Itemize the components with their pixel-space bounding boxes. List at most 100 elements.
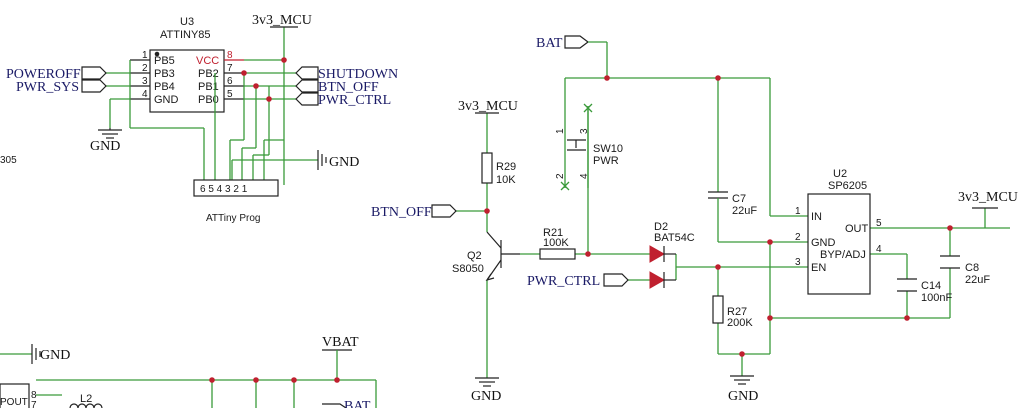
gnd-label: GND: [40, 348, 70, 363]
pin-label: PB2: [198, 68, 219, 80]
gnd-label: GND: [728, 389, 758, 404]
pin-label: BYP/ADJ: [820, 249, 866, 261]
pin-label: IN: [811, 211, 822, 223]
pin-label: EN: [811, 262, 826, 274]
pin-number: 1: [142, 50, 148, 61]
pin-label: VCC: [196, 55, 219, 67]
c8-ref: C8: [965, 262, 979, 274]
pin-number: 3: [579, 128, 590, 134]
pin-number: 4: [142, 89, 148, 100]
gnd-label: GND: [90, 139, 120, 154]
d2-ref: D2: [654, 221, 668, 233]
r29-ref: R29: [496, 161, 516, 173]
pin-label: PB1: [198, 81, 219, 93]
pin-number: 7: [227, 63, 233, 74]
pin-label: OUT: [845, 223, 869, 235]
gnd-symbol-4: GND: [728, 375, 758, 404]
cut-off-text: BAT: [344, 399, 371, 408]
ic-u2: U2 SP6205 1 2 3 5 4 IN GND EN OUT BYP/AD…: [795, 168, 882, 295]
capacitor-c7: C7 22uF: [708, 191, 757, 217]
port-label: SHUTDOWN: [318, 67, 398, 82]
pin-number: 4: [579, 173, 590, 179]
pin-number: 7: [31, 400, 37, 408]
c7-ref: C7: [732, 193, 746, 205]
r29-value: 10K: [496, 174, 516, 186]
u3-ref: U3: [180, 16, 194, 28]
port-label: PWR_CTRL: [318, 93, 391, 108]
u3-pin1-marker: [154, 51, 160, 57]
v3v3-label: 3v3_MCU: [958, 190, 1018, 205]
pin-number: 1: [795, 206, 801, 217]
r21-ref: R21: [543, 227, 563, 239]
switch-sw10: 1 3 2 4 SW10 PWR: [555, 103, 623, 191]
pin-label: GND: [154, 94, 179, 106]
pin-label: PB4: [154, 81, 175, 93]
sw10-value: PWR: [593, 155, 619, 167]
c8-value: 22uF: [965, 274, 990, 286]
pin-label: PB3: [154, 68, 175, 80]
pin-number: 2: [555, 173, 566, 179]
port-pwr-sys: PWR_SYS: [16, 79, 107, 95]
cut-off-text: 305: [0, 155, 17, 166]
u2-ref: U2: [833, 168, 847, 180]
q2-ref: Q2: [467, 250, 482, 262]
gnd-label: GND: [329, 155, 359, 170]
pin-number: 3: [795, 257, 801, 268]
bottom-left-partial: GND VBAT POUT 8 7 L2 BAT: [0, 335, 377, 408]
pin-number: 8: [227, 50, 233, 61]
capacitor-c14: C14 100nF: [897, 278, 952, 304]
sw10-ref: SW10: [593, 143, 623, 155]
transistor-q2: Q2 S8050: [452, 231, 520, 282]
r27-ref: R27: [727, 306, 747, 318]
pin-number: 5: [227, 89, 233, 100]
port-label: PWR_CTRL: [527, 274, 600, 289]
u2-value: SP6205: [828, 180, 867, 192]
u3-body: [149, 49, 225, 113]
pin-number: 2: [795, 232, 801, 243]
header-name: ATTiny Prog: [206, 213, 260, 224]
vcc-top-label: 3v3_MCU: [252, 13, 312, 28]
cut-off-text: POUT: [0, 397, 28, 408]
pin-number: 3: [142, 76, 148, 87]
attiny85-block: U3 ATTINY85 1 2 3 4 PB5 PB3 PB4 GND 8 7 …: [130, 16, 244, 113]
port-btn-off-center: BTN_OFF: [371, 204, 457, 220]
port-label: PWR_SYS: [16, 80, 79, 95]
port-label: BTN_OFF: [371, 205, 432, 220]
q2-value: S8050: [452, 263, 484, 275]
c14-value: 100nF: [921, 292, 952, 304]
vcc-right-label: 3v3_MCU: [958, 190, 1018, 209]
diode-d2: D2 BAT54C: [649, 221, 695, 289]
attiny-prog-header: 6 5 4 3 2 1 ATTiny Prog: [193, 179, 279, 224]
pin-label: GND: [811, 237, 836, 249]
port-pwr-ctrl-center: PWR_CTRL: [527, 273, 629, 289]
port-label: POWEROFF: [6, 67, 81, 82]
port-btn-off-top: BTN_OFF: [295, 79, 379, 95]
c7-value: 22uF: [732, 205, 757, 217]
u3-value: ATTINY85: [160, 29, 211, 41]
main-wires: [455, 41, 1010, 378]
pin-number: 2: [142, 63, 148, 74]
pin-label: PB5: [154, 55, 175, 67]
gnd-symbol-3: GND: [471, 377, 501, 404]
pin-label: PB0: [198, 94, 219, 106]
resistor-r21: R21 100K: [539, 227, 576, 260]
header-pins: 6 5 4 3 2 1: [200, 184, 248, 195]
pin-number: 1: [555, 128, 566, 134]
c14-ref: C14: [921, 280, 941, 292]
port-label: BAT: [536, 36, 563, 51]
v3v3-label: 3v3_MCU: [458, 99, 518, 114]
port-pwr-ctrl-top: PWR_CTRL: [295, 92, 391, 108]
gnd-symbol-2: GND: [317, 150, 359, 170]
pin-number: 5: [876, 218, 882, 229]
pin-number: 4: [876, 244, 882, 255]
port-poweroff: POWEROFF: [6, 66, 107, 82]
pin-number: 6: [227, 76, 233, 87]
vcc-center-label: 3v3_MCU: [458, 99, 518, 114]
v3v3-label: 3v3_MCU: [252, 13, 312, 28]
r27-value: 200K: [727, 317, 753, 329]
port-shutdown: SHUTDOWN: [295, 66, 398, 82]
port-bat: BAT: [536, 35, 589, 51]
gnd-label: GND: [471, 389, 501, 404]
